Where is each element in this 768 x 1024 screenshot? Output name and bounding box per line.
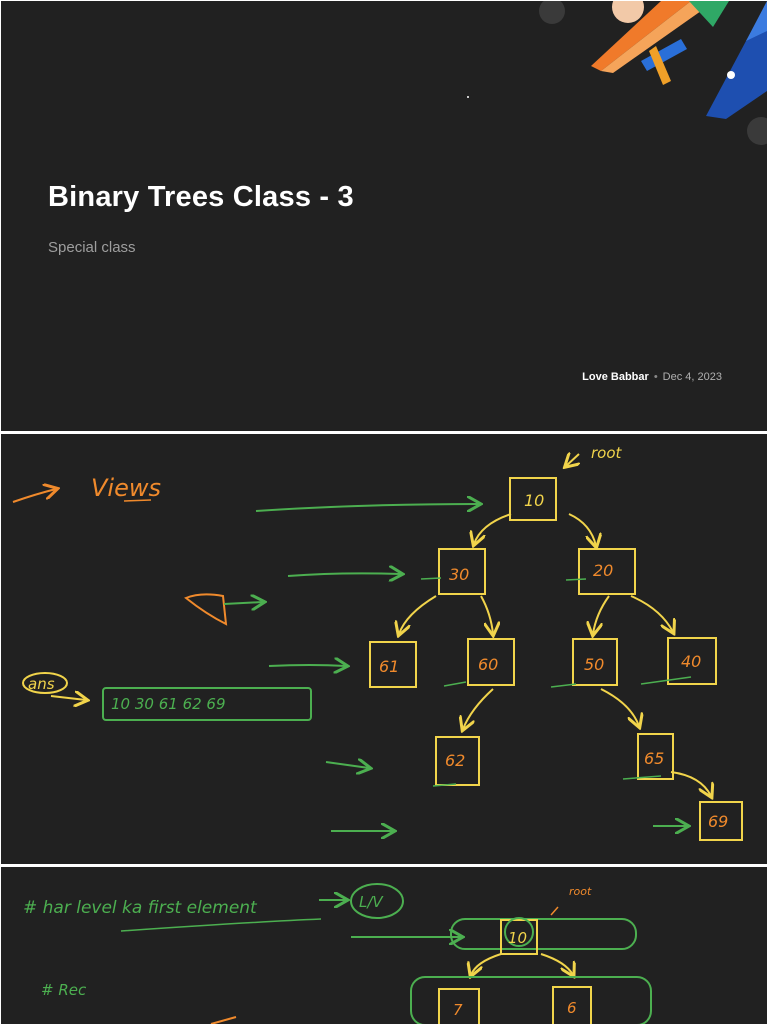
- tree-node: [438, 988, 480, 1024]
- tree-node: [552, 986, 592, 1024]
- tree-node: [438, 548, 486, 595]
- tree-node-value: 30: [449, 565, 469, 584]
- answer-values: 10 30 61 62 69: [111, 695, 226, 713]
- tree-node-value: 10: [524, 491, 544, 510]
- eye-icon: [184, 593, 228, 626]
- tree-node-value: 7: [453, 1001, 463, 1019]
- decorative-pencils-graphic: [467, 1, 767, 145]
- level-highlight: [410, 976, 652, 1024]
- tree-node: [500, 919, 538, 955]
- views-heading: Views: [91, 474, 161, 502]
- tree-node: [578, 548, 636, 595]
- tree-node-value: 40: [681, 652, 701, 671]
- tree-node: [572, 638, 618, 686]
- answer-label: ans: [28, 675, 55, 693]
- note-line-1: # har level ka first element: [23, 898, 258, 918]
- tree-node: [699, 801, 743, 841]
- tree-node-value: 61: [379, 657, 399, 676]
- byline: Love Babbar • Dec 4, 2023: [582, 371, 722, 383]
- author-name: Love Babbar: [582, 371, 649, 383]
- views-slide: Views root ans 10 30 61 62 69: [1, 434, 767, 864]
- tree-node-value: 50: [584, 655, 604, 674]
- slide-title: Binary Trees Class - 3: [48, 181, 354, 213]
- level-highlight: [450, 918, 637, 950]
- tree-node: [637, 733, 674, 780]
- tree-node-value: 10: [508, 929, 527, 947]
- title-slide: Binary Trees Class - 3 Special class Lov…: [1, 1, 767, 431]
- tree-node: [369, 641, 417, 688]
- tree-node: [667, 637, 717, 685]
- answer-box: [102, 687, 312, 721]
- tree-node: [509, 477, 557, 521]
- root-label: root: [569, 885, 592, 898]
- tree-node-value: 20: [593, 561, 613, 580]
- left-view-slide: # har level ka first element L/V # Rec r…: [1, 867, 767, 1024]
- tree-diagram: Views root ans 10 30 61 62 69: [12, 444, 743, 841]
- root-label: root: [591, 444, 623, 462]
- tree-node-value: 69: [708, 812, 728, 831]
- publish-date: Dec 4, 2023: [662, 371, 722, 383]
- tree-node-value: 62: [445, 751, 465, 770]
- heading-arrow: [12, 489, 56, 503]
- byline-separator: •: [653, 371, 658, 383]
- left-view-label: L/V: [359, 893, 384, 911]
- tree-node-value: 60: [478, 655, 498, 674]
- slide-subtitle: Special class: [48, 239, 136, 256]
- note-line-2: # Rec: [41, 981, 87, 999]
- tree-node-value: 6: [567, 999, 577, 1017]
- tree-node-value: 65: [644, 749, 664, 768]
- tree-node: [467, 638, 515, 686]
- tree-node: [435, 736, 480, 786]
- left-view-notes: # har level ka first element L/V # Rec r…: [23, 883, 652, 1024]
